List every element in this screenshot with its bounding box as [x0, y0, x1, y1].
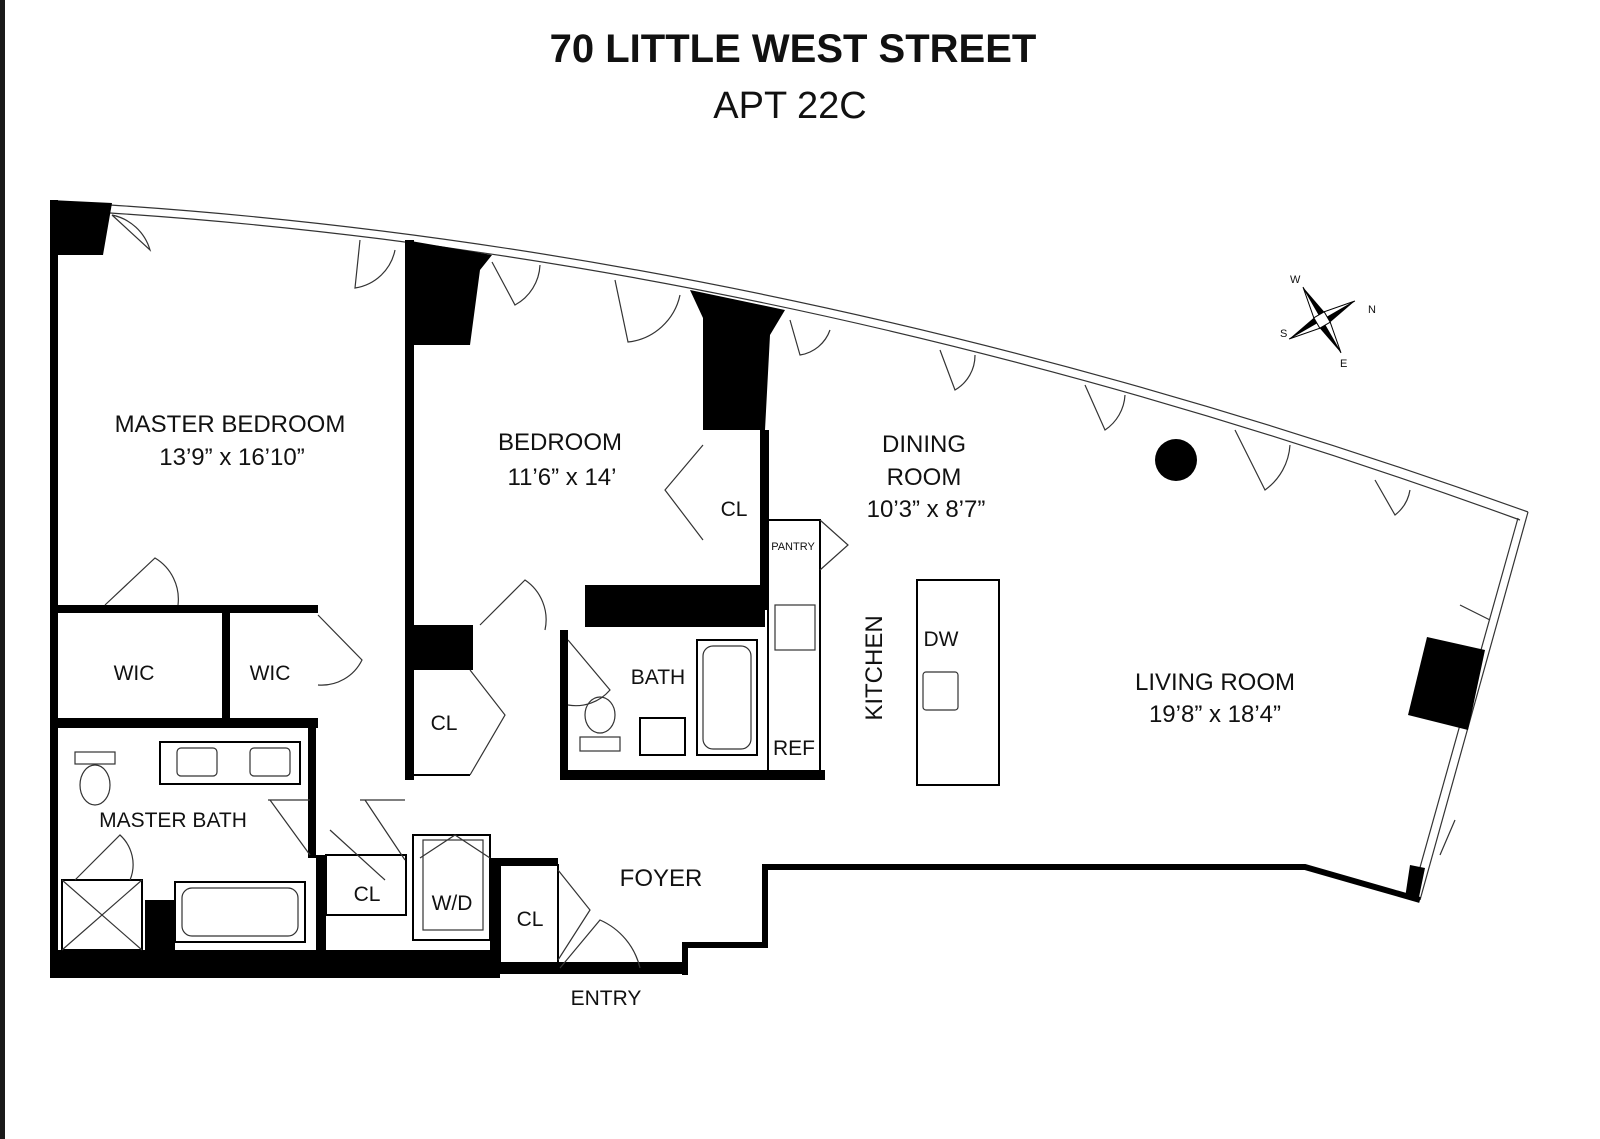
- closet-label-hall: CL: [431, 712, 458, 735]
- compass-s: S: [1280, 328, 1287, 340]
- compass-w: W: [1290, 274, 1301, 286]
- living-label: LIVING ROOM: [1135, 669, 1295, 696]
- dining-label-2: ROOM: [887, 464, 962, 491]
- foyer-label: FOYER: [620, 865, 703, 892]
- washer-dryer-label: W/D: [432, 892, 473, 915]
- kitchen-label: KITCHEN: [861, 615, 888, 720]
- wic-label-2: WIC: [250, 662, 291, 685]
- master-bedroom-dims: 13’9” x 16’10”: [159, 444, 304, 471]
- column: [1155, 439, 1197, 481]
- master-bedroom-label: MASTER BEDROOM: [115, 411, 346, 438]
- closet-label-foyer: CL: [517, 908, 544, 931]
- left-edge-strip: [0, 0, 5, 1139]
- compass-e: E: [1340, 358, 1347, 370]
- wic-label-1: WIC: [114, 662, 155, 685]
- living-dims: 19’8” x 18’4”: [1149, 701, 1281, 728]
- bedroom-dims: 11’6” x 14’: [508, 464, 617, 491]
- window-wall: [109, 204, 1529, 901]
- master-bath-label: MASTER BATH: [99, 809, 247, 832]
- compass-icon: [1288, 286, 1356, 354]
- closet-label-mbath: CL: [354, 883, 381, 906]
- dishwasher-label: DW: [924, 628, 959, 651]
- bath-label: BATH: [631, 666, 685, 689]
- plan-title: 70 LITTLE WEST STREET: [550, 27, 1037, 71]
- bedroom-label: BEDROOM: [498, 429, 622, 456]
- pantry-label: PANTRY: [771, 541, 815, 553]
- plan-subtitle: APT 22C: [713, 85, 866, 127]
- dining-dims: 10’3” x 8’7”: [867, 496, 986, 523]
- compass-n: N: [1368, 304, 1376, 316]
- fixtures: [61, 439, 1197, 951]
- refrigerator-label: REF: [773, 737, 815, 760]
- entry-label: ENTRY: [571, 987, 642, 1010]
- dining-label-1: DINING: [882, 431, 966, 458]
- walls: [50, 200, 1485, 978]
- door-swings: [74, 214, 1491, 969]
- closet-label-bedroom: CL: [721, 498, 748, 521]
